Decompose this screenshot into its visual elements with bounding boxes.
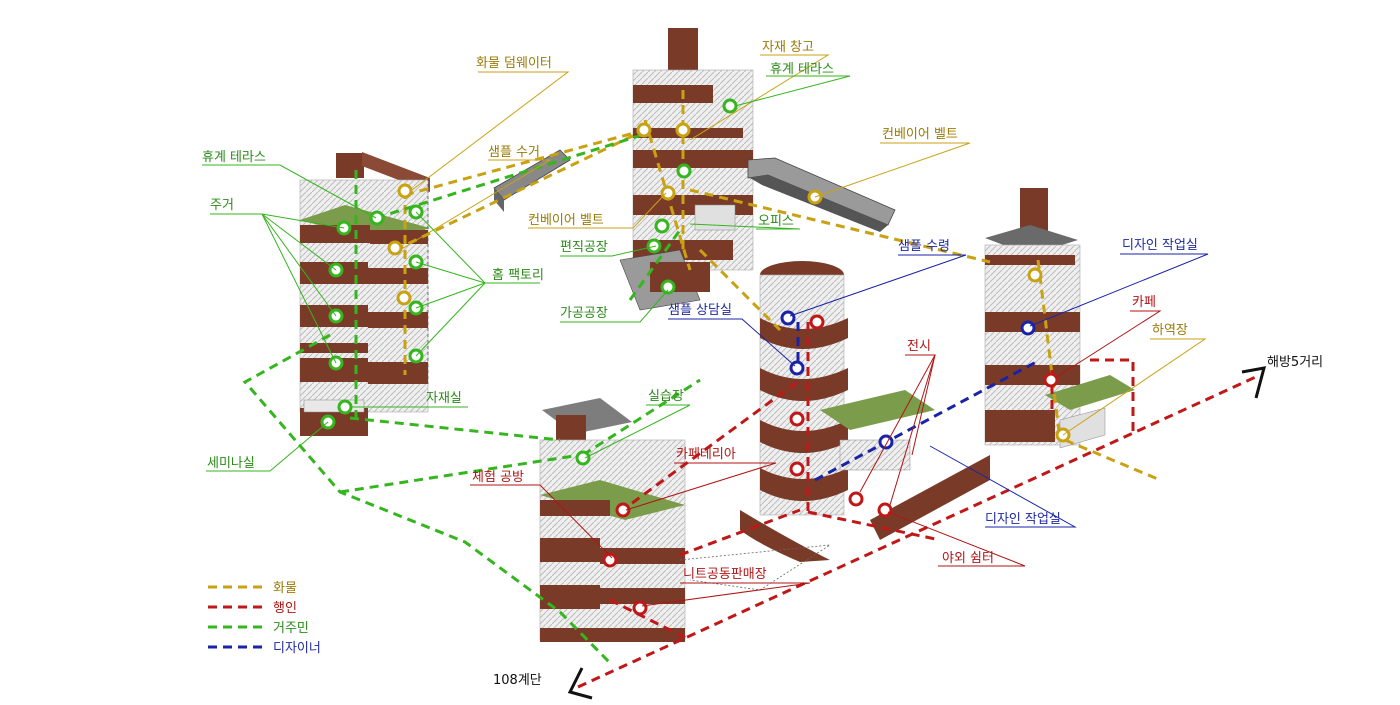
label-design-studio-top: 디자인 작업실	[1122, 238, 1198, 253]
label-material-storage: 자재 창고	[762, 40, 814, 55]
pedestrian-path	[577, 322, 1261, 689]
label-knitting-factory: 편직공장	[560, 240, 608, 255]
pedestrian-marker	[789, 411, 805, 427]
label-design-studio-bottom: 디자인 작업실	[985, 512, 1061, 527]
resident-marker	[660, 279, 676, 295]
cargo-marker	[675, 122, 691, 138]
pedestrian-marker	[789, 461, 805, 477]
legend-item-pedestrian: 행인	[208, 600, 297, 616]
resident-path	[242, 133, 701, 667]
designer-marker	[1020, 320, 1036, 336]
legend-label: 디자이너	[273, 641, 321, 656]
shop-footprint	[679, 544, 831, 591]
legend-label: 화물	[273, 581, 297, 596]
pedestrian-marker	[632, 600, 648, 616]
resident-markers	[320, 98, 738, 466]
leader-lines-pedestrian	[470, 310, 1162, 607]
legend-item-designer: 디자이너	[208, 641, 321, 656]
label-sample-receipt: 샘플 수령	[898, 239, 950, 254]
label-rest-terrace-top: 휴계 테라스	[770, 62, 834, 77]
designer-marker	[780, 310, 796, 326]
pedestrian-marker	[615, 502, 631, 518]
direction-arrow-haebang	[1241, 366, 1267, 399]
label-to-haebang: 해방5거리	[1267, 355, 1323, 370]
label-sample-consult: 샘플 상담실	[668, 303, 732, 318]
label-cargo-dumbwaiter: 화물 덤웨이터	[476, 56, 552, 71]
label-home-factory: 홈 팩토리	[492, 268, 544, 283]
cargo-marker	[636, 122, 652, 138]
label-conveyor-belt-mid: 컨베이어 벨트	[528, 213, 604, 228]
leader-lines-resident	[202, 75, 851, 472]
legend-label: 거주민	[273, 621, 309, 636]
labels: 화물 덤웨이터 자재 창고 휴계 테라스 컨베이어 벨트 샘플 수거 컨베이어 …	[202, 40, 1323, 688]
leader-lines-designer	[668, 253, 1209, 528]
cargo-marker	[387, 240, 403, 256]
leader-lines-cargo	[399, 54, 1207, 436]
pedestrian-marker	[1043, 372, 1059, 388]
label-to-108: 108계단	[493, 673, 542, 688]
label-unloading: 하역장	[1152, 323, 1188, 338]
label-exhibition: 전시	[907, 339, 931, 354]
label-rest-terrace-left: 휴계 테라스	[202, 150, 266, 165]
label-cafeteria: 카페테리아	[676, 447, 736, 462]
legend-item-resident: 거주민	[208, 621, 309, 636]
label-knit-shop: 니트공동판매장	[683, 567, 767, 582]
resident-marker	[337, 399, 353, 415]
conveyor-bridge	[747, 157, 896, 232]
cargo-marker	[1027, 267, 1043, 283]
round-tower	[740, 261, 990, 562]
label-seminar-room: 세미나실	[207, 456, 255, 471]
resident-marker	[575, 450, 591, 466]
resident-marker	[654, 218, 670, 234]
cargo-marker	[396, 290, 412, 306]
workshop-building	[539, 398, 686, 642]
pedestrian-marker	[877, 502, 893, 518]
legend: 화물 행인 거주민 디자이너	[208, 581, 321, 656]
cargo-marker	[660, 185, 676, 201]
pedestrian-markers	[602, 314, 1059, 616]
label-outdoor-shelter: 야외 쉼터	[942, 551, 994, 566]
label-residence: 주거	[210, 198, 234, 213]
designer-path	[796, 322, 1041, 482]
resident-marker	[722, 98, 738, 114]
legend-label: 행인	[273, 600, 297, 616]
label-processing-factory: 가공공장	[560, 306, 608, 321]
design-tower	[984, 188, 1135, 449]
pedestrian-marker	[809, 314, 825, 330]
pedestrian-marker	[602, 552, 618, 568]
label-sample-receive: 샘플 수거	[488, 145, 540, 160]
legend-item-cargo: 화물	[208, 581, 297, 596]
label-office: 오피스	[758, 214, 794, 229]
pedestrian-marker	[848, 491, 864, 507]
label-workshop: 체험 공방	[472, 470, 524, 485]
label-cafe: 카페	[1132, 295, 1156, 310]
label-conveyor-belt-right: 컨베이어 벨트	[882, 127, 958, 142]
resident-marker	[369, 210, 385, 226]
cargo-markers	[387, 122, 1071, 443]
resident-marker	[676, 163, 692, 179]
cargo-marker	[397, 183, 413, 199]
label-material-room: 자재실	[426, 391, 462, 406]
label-practice-room: 실습장	[648, 389, 684, 404]
cargo-path	[394, 90, 1161, 482]
direction-arrow-108	[567, 667, 593, 700]
